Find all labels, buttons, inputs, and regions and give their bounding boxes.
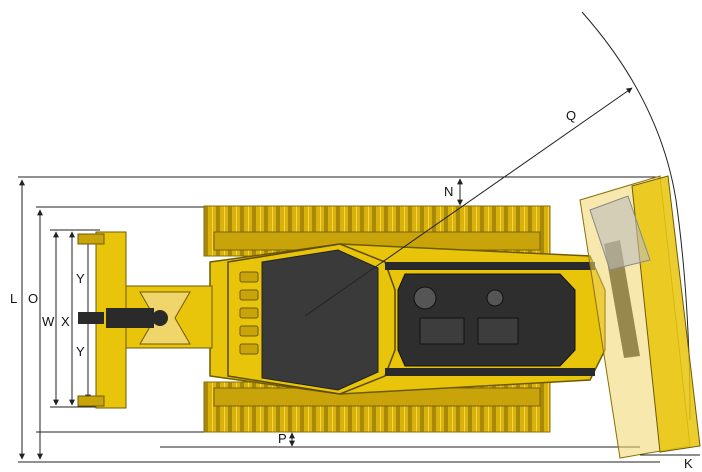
front-blade bbox=[579, 175, 701, 459]
vertical-dimensions bbox=[19, 179, 100, 460]
label-N: N bbox=[444, 184, 453, 199]
label-X: X bbox=[61, 314, 70, 329]
label-Q: Q bbox=[566, 108, 576, 123]
label-Y-lower: Y bbox=[76, 344, 85, 359]
label-K: K bbox=[684, 456, 693, 471]
dim-line-Q bbox=[304, 87, 633, 317]
label-P: P bbox=[278, 431, 287, 446]
label-Y-upper: Y bbox=[76, 271, 85, 286]
label-W: W bbox=[42, 314, 55, 329]
machine-body bbox=[209, 243, 606, 395]
rear-ripper bbox=[77, 231, 213, 409]
label-L: L bbox=[10, 291, 17, 306]
label-O: O bbox=[28, 291, 38, 306]
